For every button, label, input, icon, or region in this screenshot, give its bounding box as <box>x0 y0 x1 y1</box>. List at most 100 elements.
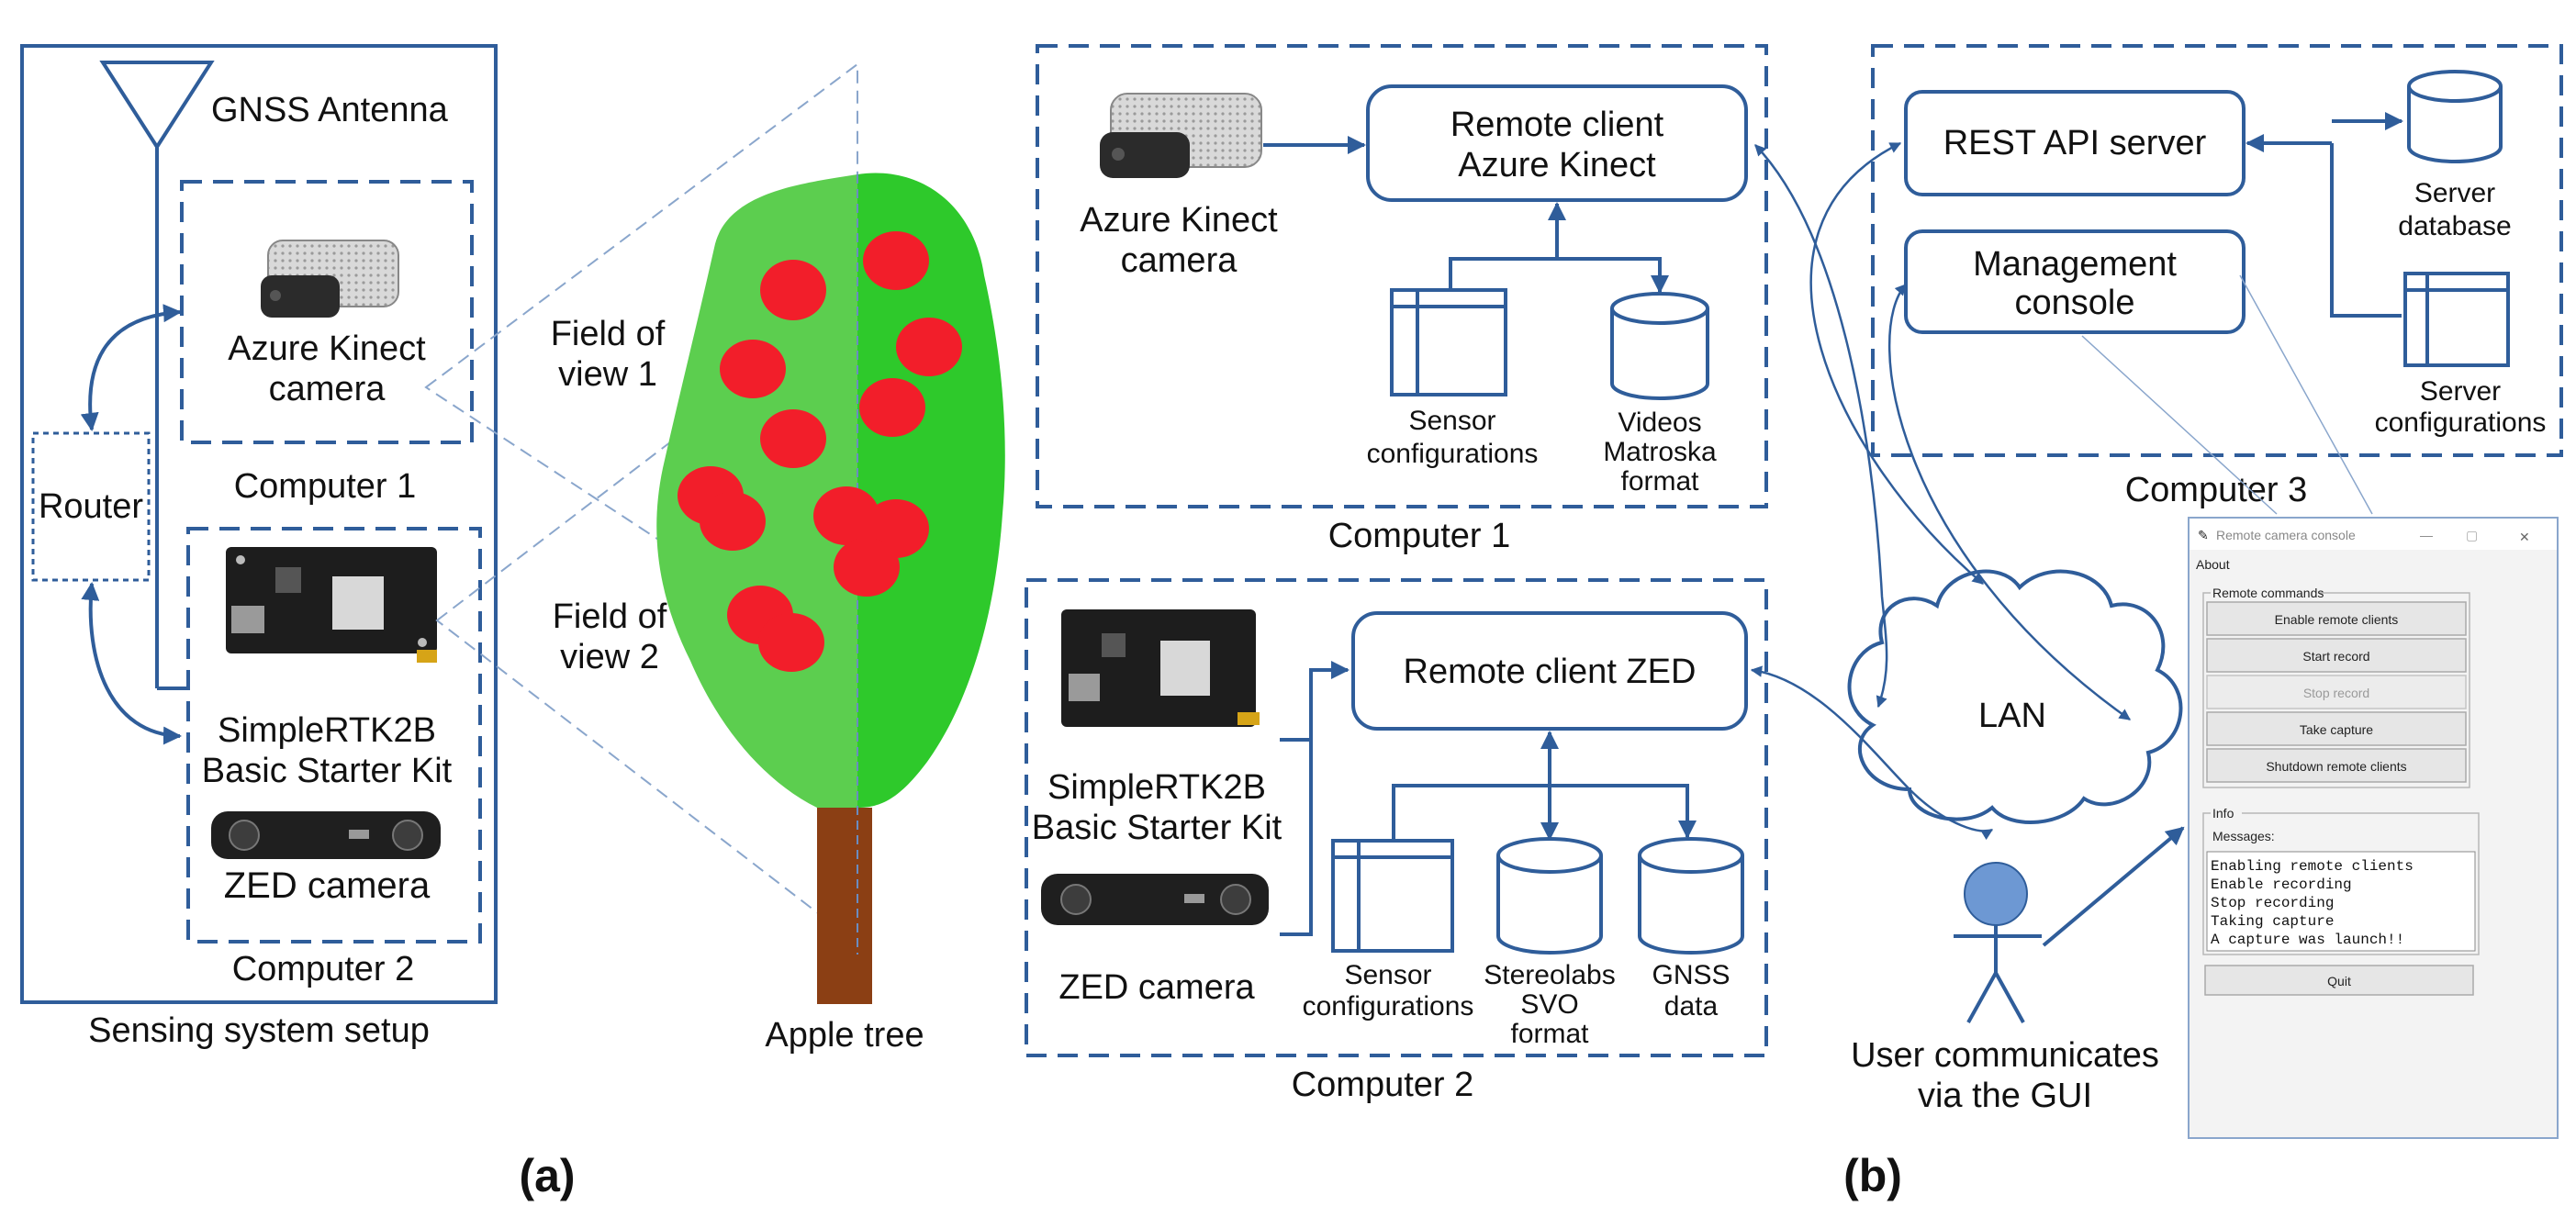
start-record-button[interactable]: Start record <box>2206 638 2467 673</box>
quit-label: Quit <box>2327 974 2351 988</box>
server-database-icon <box>2407 70 2503 163</box>
sensor-config-icon-b2 <box>1331 839 1454 953</box>
lan-label: LAN <box>1978 697 2046 735</box>
gnss-antenna-icon <box>99 61 215 690</box>
take-capture-label: Take capture <box>2300 722 2373 737</box>
gnss-label-2: data <box>1664 991 1719 1022</box>
messages-label: Messages: <box>2212 829 2275 843</box>
computer2-label-a: Computer 2 <box>232 950 415 988</box>
client-azure-branch <box>1449 257 1662 290</box>
user-label-2: via the GUI <box>1918 1077 2092 1115</box>
user-to-gui-arrow <box>2042 826 2185 947</box>
azure-kinect-camera-icon <box>261 240 399 318</box>
router-to-computer2-arrow <box>81 582 182 745</box>
enable-remote-clients-label: Enable remote clients <box>2275 612 2399 627</box>
remote-client-azure-label-1: Remote client <box>1450 106 1664 144</box>
user-icon <box>1954 862 2042 1023</box>
computer1-label-a: Computer 1 <box>234 467 417 506</box>
sensor-config-label-b2-2: configurations <box>1303 991 1474 1022</box>
fov2-label-2: view 2 <box>560 638 659 676</box>
message-line-1: Enabling remote clients <box>2211 858 2414 875</box>
videos-label-2: Matroska <box>1603 437 1717 467</box>
lan-mgmt-link <box>1887 284 2132 721</box>
maximize-icon[interactable]: ▢ <box>2466 528 2478 542</box>
rest-api-label: REST API server <box>1943 124 2207 162</box>
azure-camera-label-b1: Azure Kinect <box>1080 201 1278 240</box>
enable-remote-clients-button[interactable]: Enable remote clients <box>2206 601 2467 636</box>
lan-client-azure-link <box>1754 144 1888 709</box>
sensor-config-label-b1-2: configurations <box>1367 439 1539 469</box>
remote-command-buttons: Enable remote clients Start record Stop … <box>2206 601 2467 783</box>
videos-label-3: format <box>1620 466 1699 497</box>
azure-camera-label-b2: camera <box>1121 241 1238 280</box>
videos-database-icon <box>1610 292 1709 400</box>
stop-record-button[interactable]: Stop record <box>2206 675 2467 709</box>
sensor-config-label-b1-1: Sensor <box>1408 406 1495 436</box>
fov1-label-2: view 1 <box>558 355 657 394</box>
feather-icon: ✎ <box>2198 528 2209 542</box>
remote-commands-group <box>2202 592 2470 788</box>
remote-client-azure-box <box>1366 84 1748 202</box>
start-record-label: Start record <box>2302 649 2369 664</box>
user-label-1: User communicates <box>1851 1036 2159 1075</box>
azure-camera-label-1: Azure Kinect <box>228 329 426 368</box>
stop-record-label: Stop record <box>2303 686 2369 700</box>
svo-label-1: Stereolabs <box>1484 960 1615 990</box>
zed-to-connector-line <box>1280 740 1313 936</box>
computer2-box-a <box>186 527 482 943</box>
svo-label-2: SVO <box>1520 989 1578 1020</box>
server-config-label-1: Server <box>2420 376 2501 407</box>
shutdown-remote-clients-button[interactable]: Shutdown remote clients <box>2206 748 2467 783</box>
computer3-box <box>1871 44 2563 457</box>
remote-client-zed-label: Remote client ZED <box>1404 653 1697 691</box>
sensing-system-frame <box>20 44 498 1004</box>
azure-kinect-camera-icon-b <box>1100 93 1262 178</box>
fov2-label-1: Field of <box>553 597 667 636</box>
menu-about[interactable]: About <box>2196 557 2230 572</box>
take-capture-button[interactable]: Take capture <box>2206 711 2467 746</box>
apple-tree-label: Apple tree <box>765 1016 924 1055</box>
panel-b: Computer 1 Azure Kinect camera Remote cl… <box>1025 44 2563 1201</box>
rtk-label-b1: SimpleRTK2B <box>1047 768 1266 807</box>
sensing-system-title: Sensing system setup <box>88 1011 430 1050</box>
window-title: Remote camera console <box>2216 528 2356 542</box>
shutdown-remote-clients-label: Shutdown remote clients <box>2266 759 2406 774</box>
lan-zed-client-link <box>1750 665 1994 841</box>
videos-label-1: Videos <box>1618 408 1701 438</box>
router-to-computer1-arrow <box>80 304 182 431</box>
computer1-box-a <box>180 180 474 444</box>
sensor-config-icon-b1 <box>1390 288 1507 396</box>
fov1-label-1: Field of <box>551 315 666 353</box>
svo-label-3: format <box>1510 1019 1589 1049</box>
zed-camera-icon <box>211 811 441 859</box>
message-line-5: A capture was launch!! <box>2211 932 2404 948</box>
rtk-label-b2: Basic Starter Kit <box>1032 809 1282 847</box>
management-label-2: console <box>2015 284 2135 322</box>
window-titlebar[interactable] <box>2190 519 2557 550</box>
remote-camera-console-window: ✎ Remote camera console — ▢ ✕ About Remo… <box>2188 517 2559 1139</box>
quit-button[interactable]: Quit <box>2204 965 2474 996</box>
panel-a: Sensing system setup GNSS Antenna Azure … <box>20 44 1005 1201</box>
lan-computer1-rest-link <box>1809 141 1984 585</box>
zed-camera-label-a: ZED camera <box>224 865 431 906</box>
rtk-label-2: Basic Starter Kit <box>202 752 453 790</box>
remote-client-zed-box <box>1351 611 1748 731</box>
rtk-label-1: SimpleRTK2B <box>218 711 436 750</box>
panel-a-label: (a) <box>519 1150 575 1201</box>
computer3-label: Computer 3 <box>2125 471 2308 509</box>
panel-b-label: (b) <box>1843 1150 1902 1201</box>
simplertk2b-board-icon-b <box>1061 609 1260 727</box>
minimize-icon[interactable]: — <box>2420 528 2433 542</box>
message-line-3: Stop recording <box>2211 895 2334 911</box>
server-config-icon <box>2403 272 2510 367</box>
computer1-label-b: Computer 1 <box>1328 517 1511 555</box>
devices-to-client-zed-connector <box>1280 661 1350 742</box>
storage-branch <box>2330 143 2402 318</box>
svo-database-icon <box>1496 837 1603 955</box>
client-zed-branch <box>1392 784 1697 839</box>
server-db-label-1: Server <box>2414 178 2495 208</box>
info-group <box>2202 812 2480 955</box>
messages-textbox[interactable] <box>2206 851 2476 952</box>
sensor-config-label-b2-1: Sensor <box>1344 960 1431 990</box>
close-icon[interactable]: ✕ <box>2519 530 2530 544</box>
